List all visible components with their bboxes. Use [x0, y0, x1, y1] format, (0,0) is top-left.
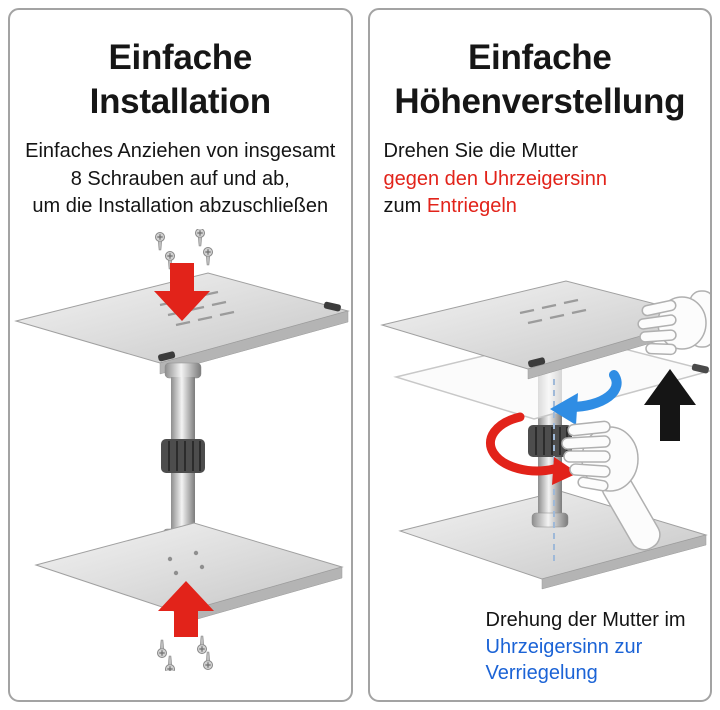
- panel-installation: Einfache Installation Einfaches Anziehen…: [8, 8, 353, 702]
- black-up-arrow-icon: [643, 368, 696, 441]
- blue-ccw-rotation-arrow-icon: [549, 369, 622, 425]
- height-title-line2: Höhenverstellung: [394, 82, 686, 122]
- vent-slots: [519, 298, 586, 325]
- installation-instr-line1: Einfaches Anziehen von insgesamt: [25, 140, 336, 163]
- hand-gripping-nut: [560, 420, 661, 551]
- base-plate: [34, 522, 344, 625]
- unlock-instr-line1: Drehen Sie die Mutter: [383, 140, 579, 163]
- unlock-instructions: Drehen Sie die Mutter gegen den Uhrzeige…: [370, 138, 711, 221]
- locking-nut: [161, 438, 205, 473]
- panel-height-adjustment: Einfache Höhenverstellung Drehen Sie die…: [367, 8, 712, 702]
- height-title-line1: Einfache: [468, 38, 612, 77]
- installation-title-line2: Installation: [89, 82, 271, 122]
- height-adjustment-title: Einfache Höhenverstellung: [370, 36, 711, 124]
- red-rotation-arrow-icon: [485, 412, 578, 485]
- rubber-foot: [527, 357, 545, 368]
- lock-instr-line1: Drehung der Mutter im: [485, 608, 686, 631]
- hand-on-plate: [636, 290, 711, 356]
- height-adjustment-illustration: [379, 280, 711, 590]
- installation-illustration: [14, 228, 350, 671]
- installation-instructions: Einfaches Anziehen von insgesamt 8 Schra…: [10, 138, 351, 221]
- lock-instr-line3: Verriegelung: [485, 662, 598, 685]
- installation-instr-line3: um die Installation abzuschließen: [32, 195, 329, 218]
- bottom-screws-icon: [156, 635, 214, 671]
- support-column: [161, 362, 205, 545]
- red-up-arrow-icon: [158, 580, 214, 637]
- rubber-foot: [158, 351, 176, 362]
- installation-title-line1: Einfache: [108, 38, 253, 77]
- rubber-foot: [323, 301, 341, 312]
- red-down-arrow-icon: [154, 262, 210, 321]
- installation-instr-line2: 8 Schrauben auf und ab,: [70, 167, 290, 190]
- unlock-instr-line3-red: Entriegeln: [426, 195, 517, 218]
- lock-instructions: Drehung der Mutter im Uhrzeigersinn zur …: [370, 607, 711, 687]
- installation-title: Einfache Installation: [10, 36, 351, 124]
- unlock-instr-line2: gegen den Uhrzeigersinn: [383, 167, 608, 190]
- unlock-instr-line3-black: zum: [383, 195, 427, 218]
- rubber-foot: [691, 363, 709, 374]
- lock-instr-line2: Uhrzeigersinn zur: [485, 635, 643, 658]
